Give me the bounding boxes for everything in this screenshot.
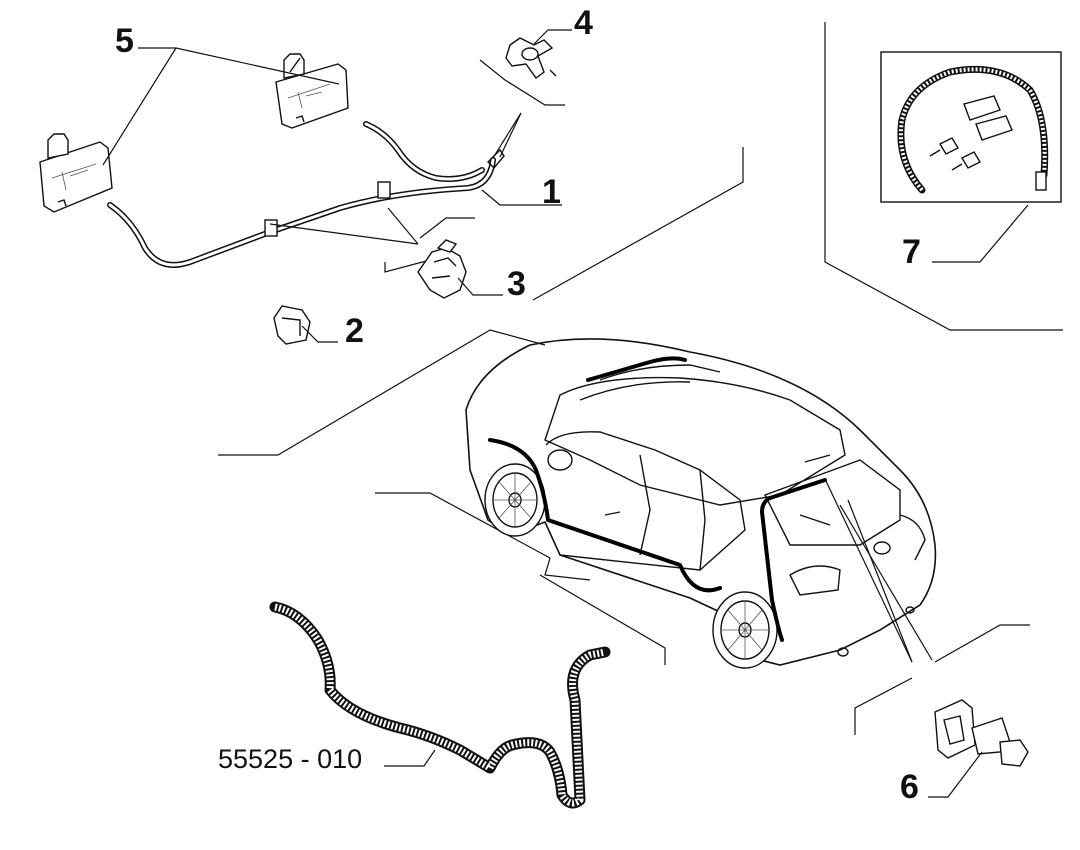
- section-frame-lines: [218, 22, 1063, 735]
- callout-1: 1: [542, 173, 561, 211]
- part-6-rear-nozzle: [934, 699, 1029, 767]
- part-5-nozzle-lower: [39, 133, 113, 213]
- part-3-hose-clip: [417, 239, 467, 299]
- part-code-label: 55525 - 010: [218, 744, 362, 774]
- callout-3: 3: [507, 265, 526, 303]
- part-7-repair-kit: [880, 51, 1062, 203]
- callout-7: 7: [902, 233, 921, 271]
- part-2-clip: [273, 305, 311, 345]
- leader-lines: [102, 29, 1029, 798]
- car-illustration: [465, 338, 937, 669]
- part-55525-010-hose: [269, 601, 611, 809]
- callout-5: 5: [115, 22, 134, 60]
- callout-6: 6: [900, 768, 919, 806]
- callout-4: 4: [574, 4, 593, 42]
- callout-2: 2: [345, 312, 364, 350]
- callouts: 1 2 3 4 5 6 7 55525 - 010: [115, 4, 921, 806]
- part-4-t-connector: [505, 37, 557, 79]
- part-5-nozzle-upper: [275, 53, 349, 129]
